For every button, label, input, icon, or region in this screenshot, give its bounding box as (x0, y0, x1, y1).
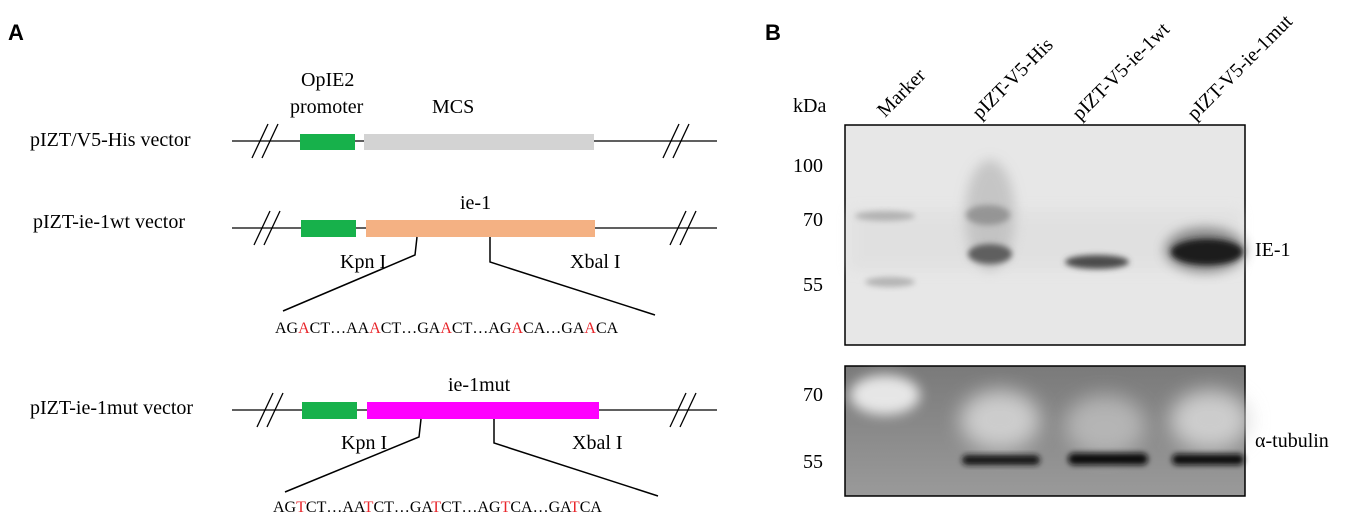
promoter-box (300, 134, 355, 150)
band-his-main (968, 244, 1012, 264)
panel-a: A pIZT/V5-His vector OpIE2 promoter MCS … (8, 20, 717, 516)
break-mark-right (669, 392, 697, 428)
promoter-box (302, 402, 357, 419)
break-mark-right (669, 210, 697, 246)
glow-wt (1065, 395, 1145, 455)
band-mut (1171, 239, 1243, 265)
promoter-label-line1: OpIE2 (301, 69, 354, 91)
marker-70: 70 (803, 209, 823, 231)
insert-label: ie-1 (460, 192, 491, 214)
mcs-label: MCS (432, 96, 474, 118)
vector-pizt-ie1mut: pIZT-ie-1mut vector ie-1mut Kpn I Xbal I… (30, 374, 717, 516)
zoom-line-left (284, 418, 422, 493)
zoom-line-right (489, 237, 656, 316)
mcs-box (364, 134, 594, 150)
kpn-label: Kpn I (341, 432, 387, 454)
band-wt (1065, 255, 1129, 269)
marker-55: 55 (803, 274, 823, 296)
band-marker-55 (865, 277, 915, 287)
band-his-tubulin (962, 455, 1040, 465)
panel-b: B kDa Marker pIZT-V5-His pIZT-V5-ie-1wt … (765, 10, 1329, 497)
vector-pizt-ie1wt: pIZT-ie-1wt vector ie-1 Kpn I Xbal I AGA… (33, 192, 717, 337)
kpn-label: Kpn I (340, 251, 386, 273)
promoter-box (301, 220, 356, 237)
break-mark-left (256, 392, 284, 428)
panel-b-letter: B (765, 20, 781, 45)
lane-label-his: pIZT-V5-His (968, 34, 1058, 124)
vector-label: pIZT-ie-1wt vector (33, 211, 185, 233)
break-mark-left (253, 210, 281, 246)
panel-a-letter: A (8, 20, 24, 45)
break-mark-right (662, 123, 690, 159)
mut-sequence: AGTCT…AATCT…GATCT…AGTCA…GATCA (273, 499, 602, 516)
vector-pizt-v5-his: pIZT/V5-His vector OpIE2 promoter MCS (30, 69, 717, 159)
band-wt-tubulin (1068, 453, 1148, 465)
lane-label-mut: pIZT-V5-ie-1mut (1183, 10, 1297, 124)
kda-label: kDa (793, 95, 826, 117)
marker-70: 70 (803, 384, 823, 406)
lane-label-marker: Marker (873, 64, 930, 121)
tubulin-label: α-tubulin (1255, 430, 1329, 452)
ie1-label: IE-1 (1255, 239, 1291, 261)
glow-his (960, 390, 1040, 450)
vector-label: pIZT-ie-1mut vector (30, 397, 193, 419)
vector-label: pIZT/V5-His vector (30, 129, 191, 151)
band-mut-tubulin (1172, 454, 1244, 465)
zoom-line-right (493, 419, 659, 497)
bottom-blot: 70 55 α-tubulin (803, 365, 1329, 497)
marker-100: 100 (793, 155, 823, 177)
glow-marker (850, 375, 920, 415)
lane-label-wt: pIZT-V5-ie-1wt (1068, 18, 1174, 124)
xba-label: Xbal I (572, 432, 623, 454)
band-his-upper (966, 205, 1010, 225)
marker-55: 55 (803, 451, 823, 473)
glow-mut (1170, 390, 1250, 450)
xba-label: Xbal I (570, 251, 621, 273)
wt-sequence: AGACT…AAACT…GAACT…AGACA…GAACA (275, 320, 619, 337)
top-blot: 100 70 55 IE-1 (793, 124, 1291, 346)
zoom-line-left (282, 236, 418, 312)
insert-label: ie-1mut (448, 374, 511, 396)
band-marker-70 (855, 211, 915, 221)
promoter-label-line2: promoter (290, 96, 364, 118)
ie1-box (366, 220, 595, 237)
ie1mut-box (367, 402, 599, 419)
break-mark-left (251, 123, 279, 159)
